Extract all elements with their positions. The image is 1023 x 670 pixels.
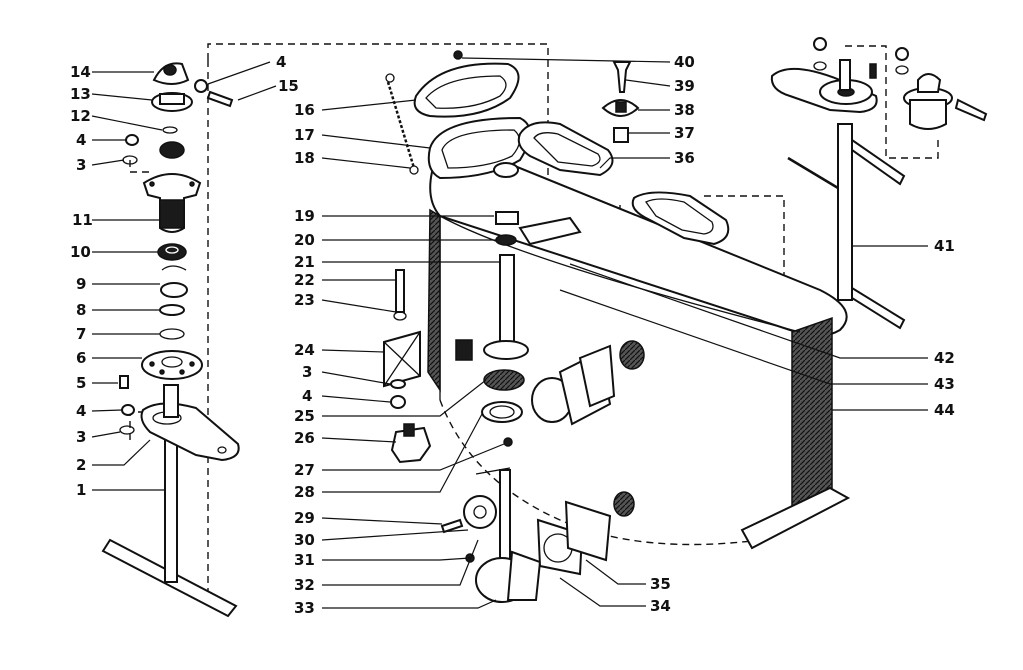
callout-23: 23 (294, 291, 315, 309)
leader-lines (91, 57, 928, 609)
callout-numbers: 1 2 3 4 5 6 7 8 9 10 11 3 4 12 13 14 4 1… (70, 53, 955, 617)
callout-39: 39 (674, 77, 695, 95)
callout-27: 27 (294, 461, 315, 479)
left-shaft-assembly (101, 62, 240, 618)
callout-7: 7 (76, 325, 86, 343)
callout-2: 2 (76, 456, 86, 474)
callout-3: 3 (302, 363, 312, 381)
callout-16: 16 (294, 101, 315, 119)
callout-6: 6 (76, 349, 86, 367)
callout-4: 4 (302, 387, 312, 405)
callout-34: 34 (650, 597, 671, 615)
callout-35: 35 (650, 575, 671, 593)
bottom-pump-assembly (440, 467, 635, 603)
callout-4: 4 (276, 53, 286, 71)
callout-29: 29 (294, 509, 315, 527)
callout-13: 13 (70, 85, 91, 103)
callout-5: 5 (76, 374, 86, 392)
callout-32: 32 (294, 576, 315, 594)
callout-14: 14 (70, 63, 91, 81)
callout-20: 20 (294, 231, 315, 249)
callout-3: 3 (76, 156, 86, 174)
callout-36: 36 (674, 149, 695, 167)
callout-11: 11 (72, 211, 93, 229)
callout-18: 18 (294, 149, 315, 167)
callout-40: 40 (674, 53, 695, 71)
central-valve-assembly (383, 162, 645, 464)
callout-26: 26 (294, 429, 315, 447)
right-shaft-assembly (770, 37, 988, 330)
callout-44: 44 (934, 401, 955, 419)
callout-19: 19 (294, 207, 315, 225)
callout-38: 38 (674, 101, 695, 119)
callout-8: 8 (76, 301, 86, 319)
callout-9: 9 (76, 275, 86, 293)
top-covers (385, 50, 730, 246)
tank-body (427, 155, 851, 550)
callout-17: 17 (294, 126, 315, 144)
callout-10: 10 (70, 243, 91, 261)
callout-4: 4 (76, 131, 86, 149)
callout-41: 41 (934, 237, 955, 255)
callout-28: 28 (294, 483, 315, 501)
callout-42: 42 (934, 349, 955, 367)
callout-43: 43 (934, 375, 955, 393)
callout-30: 30 (294, 531, 315, 549)
callout-12: 12 (70, 107, 91, 125)
callout-21: 21 (294, 253, 315, 271)
callout-15: 15 (278, 77, 299, 95)
callout-22: 22 (294, 271, 315, 289)
callout-3: 3 (76, 428, 86, 446)
callout-4: 4 (76, 402, 86, 420)
callout-37: 37 (674, 124, 695, 142)
callout-1: 1 (76, 481, 86, 499)
callout-24: 24 (294, 341, 315, 359)
callout-25: 25 (294, 407, 315, 425)
callout-33: 33 (294, 599, 315, 617)
callout-31: 31 (294, 551, 315, 569)
